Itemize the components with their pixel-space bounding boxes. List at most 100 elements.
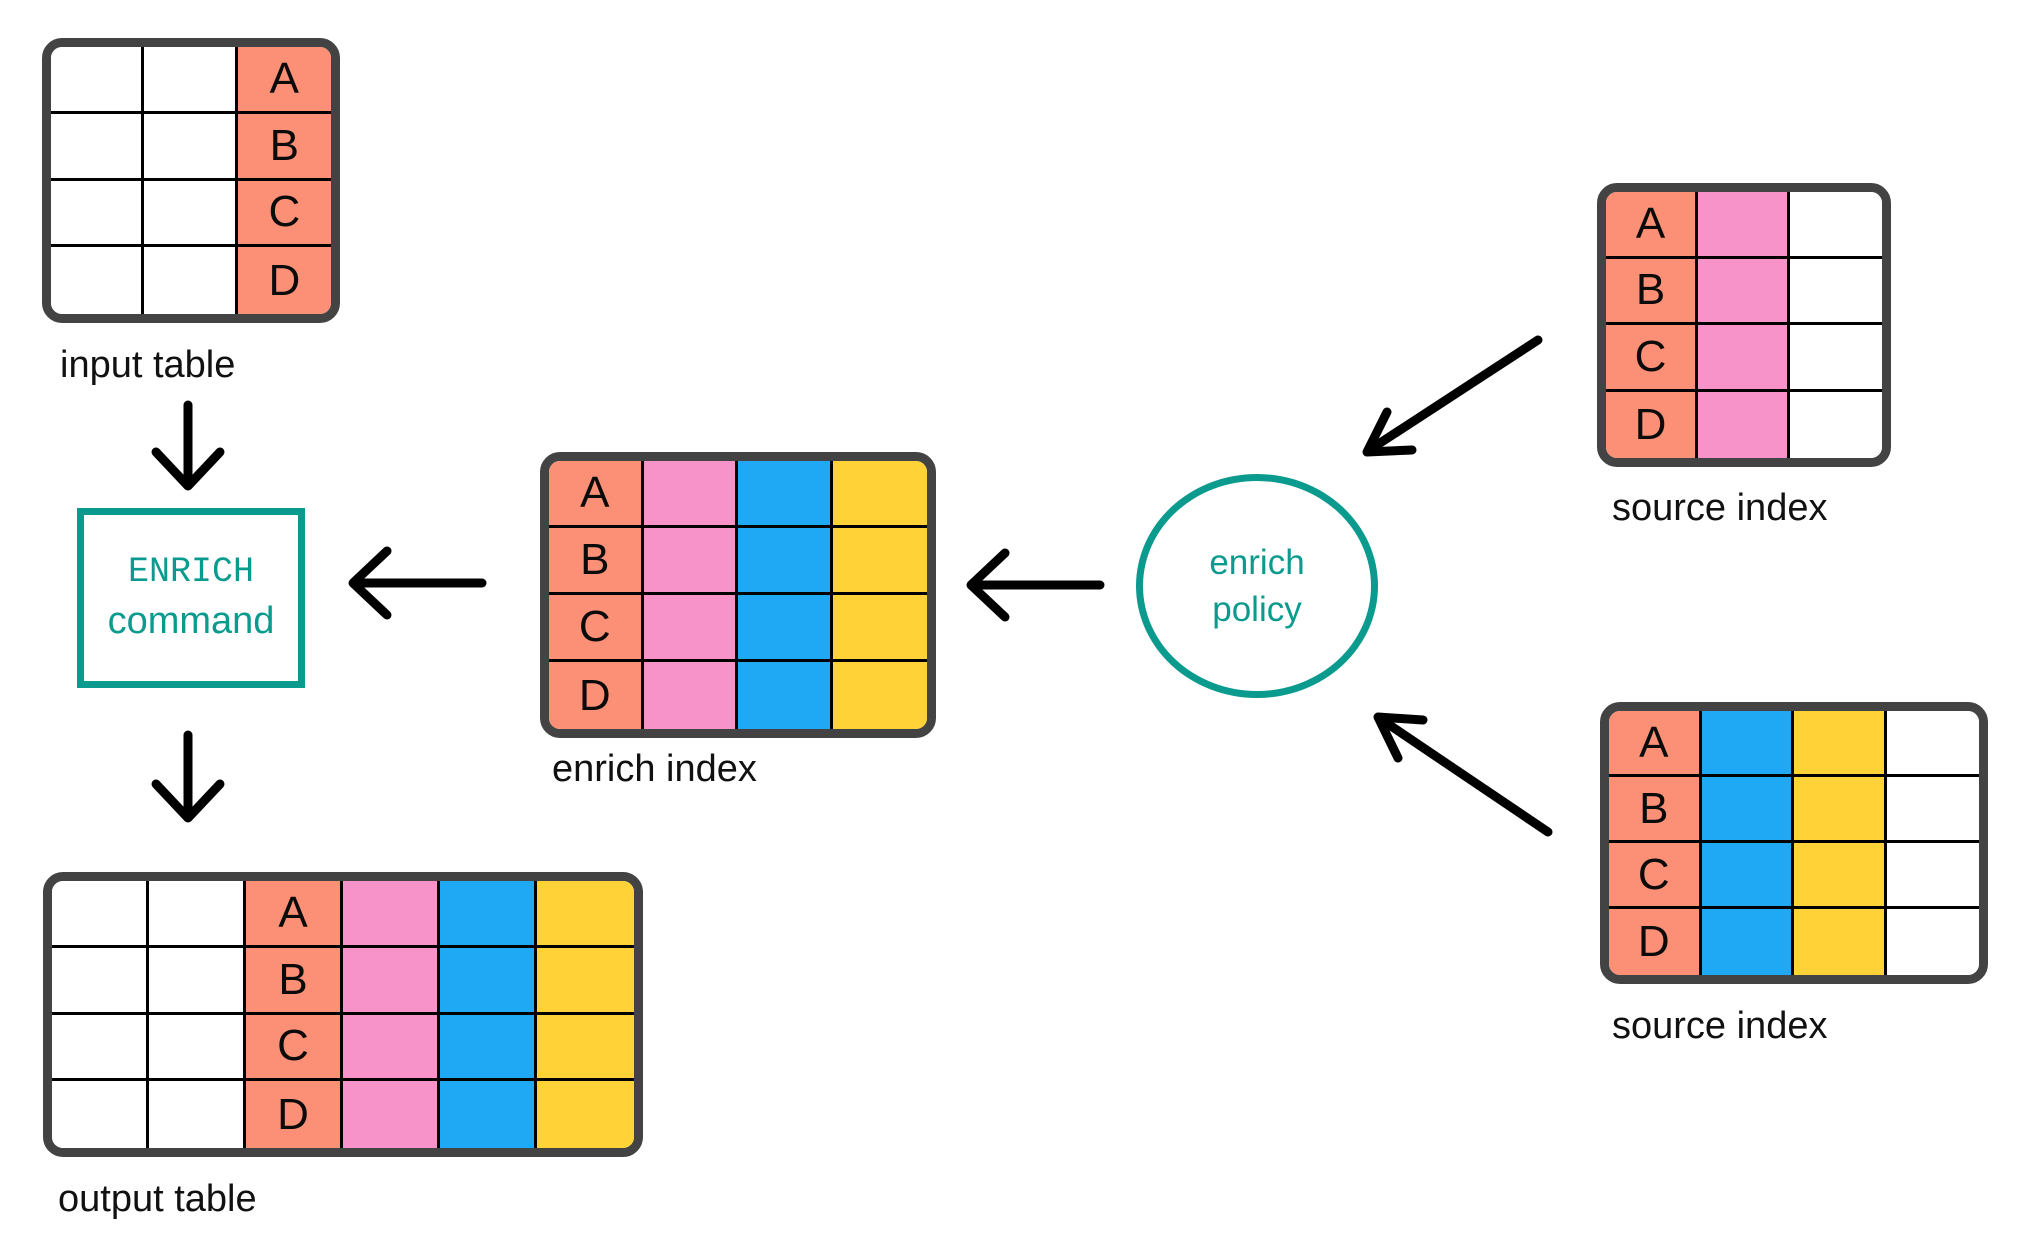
output-table-label: output table	[58, 1178, 257, 1220]
table-cell	[52, 1081, 149, 1148]
table-cell	[1790, 258, 1882, 325]
table-cell: C	[246, 1014, 343, 1082]
table-cell: B	[1609, 777, 1702, 843]
arrow-enrich-index-to-enrich-command-icon	[348, 546, 487, 620]
table-cell: B	[246, 947, 343, 1015]
table-cell: A	[1606, 192, 1698, 259]
input-table-label: input table	[60, 344, 236, 386]
table-cell	[643, 528, 738, 595]
table-cell	[51, 247, 145, 314]
table-cell	[1886, 777, 1979, 843]
table-cell: D	[237, 247, 331, 314]
table-cell	[1701, 777, 1794, 843]
source-index-bottom-label: source index	[1612, 1005, 1828, 1047]
arrow-source-index-top-to-enrich-policy-icon	[1362, 335, 1543, 457]
arrow-source-index-bottom-to-enrich-policy-icon	[1373, 712, 1553, 837]
arrow-input-to-enrich-command-icon	[151, 400, 225, 491]
table-cell	[738, 595, 833, 662]
table-cell	[1886, 711, 1979, 777]
table-cell	[1698, 325, 1790, 392]
table-cell	[144, 113, 238, 181]
table-cell	[1701, 909, 1794, 975]
table-cell: D	[549, 662, 644, 729]
table-cell	[144, 180, 238, 248]
table-cell: A	[1609, 711, 1702, 777]
table-cell	[1886, 909, 1979, 975]
table-cell	[1794, 777, 1887, 843]
table-cell	[1698, 391, 1790, 458]
enrich-command-node: ENRICH command	[77, 508, 305, 688]
table-cell	[144, 47, 238, 114]
enrich-policy-node: enrich policy	[1136, 474, 1378, 698]
table-cell	[1790, 192, 1882, 259]
source-index-top-label: source index	[1612, 487, 1828, 529]
table-cell	[643, 461, 738, 528]
table-cell	[440, 947, 537, 1015]
table-cell: D	[1606, 391, 1698, 458]
enrich-index-label: enrich index	[552, 748, 757, 790]
table-cell: B	[549, 528, 644, 595]
table-cell	[832, 595, 927, 662]
table-cell	[51, 113, 145, 181]
table-cell: B	[1606, 258, 1698, 325]
table-cell	[343, 881, 440, 948]
table-cell	[1794, 843, 1887, 909]
table-cell	[738, 662, 833, 729]
table-cell	[52, 1014, 149, 1082]
table-cell	[1790, 391, 1882, 458]
table-cell	[149, 1081, 246, 1148]
table-cell: A	[237, 47, 331, 114]
table-cell	[52, 881, 149, 948]
table-cell	[537, 1081, 634, 1148]
table-cell	[1701, 711, 1794, 777]
table-cell: A	[246, 881, 343, 948]
table-cell	[537, 947, 634, 1015]
table-cell	[149, 1014, 246, 1082]
table-cell	[440, 1014, 537, 1082]
table-cell	[832, 662, 927, 729]
table-cell: A	[549, 461, 644, 528]
table-cell	[343, 947, 440, 1015]
table-cell	[643, 595, 738, 662]
enrich-command-keyword: ENRICH	[127, 551, 255, 592]
table-cell	[738, 528, 833, 595]
table-cell	[52, 947, 149, 1015]
table-cell	[1698, 192, 1790, 259]
table-cell	[738, 461, 833, 528]
table-cell	[832, 528, 927, 595]
table-cell: D	[246, 1081, 343, 1148]
table-cell	[440, 1081, 537, 1148]
table-cell	[440, 881, 537, 948]
table-cell	[1701, 843, 1794, 909]
enrich-policy-line2: policy	[1212, 590, 1302, 629]
table-cell	[1794, 909, 1887, 975]
table-cell: C	[1609, 843, 1702, 909]
table-cell	[1698, 258, 1790, 325]
table-cell	[643, 662, 738, 729]
table-cell	[1794, 711, 1887, 777]
table-cell	[537, 1014, 634, 1082]
table-cell	[832, 461, 927, 528]
table-cell: C	[237, 180, 331, 248]
table-cell: C	[549, 595, 644, 662]
table-cell	[149, 947, 246, 1015]
enrich-policy-line1: enrich	[1209, 542, 1305, 582]
arrow-enrich-policy-to-enrich-index-icon	[966, 548, 1105, 622]
arrow-enrich-command-to-output-icon	[151, 730, 225, 823]
table-cell: D	[1609, 909, 1702, 975]
table-cell	[144, 247, 238, 314]
table-cell	[537, 881, 634, 948]
table-cell	[343, 1014, 440, 1082]
table-cell	[51, 180, 145, 248]
table-cell: C	[1606, 325, 1698, 392]
table-cell	[1790, 325, 1882, 392]
table-cell	[343, 1081, 440, 1148]
table-cell: B	[237, 113, 331, 181]
